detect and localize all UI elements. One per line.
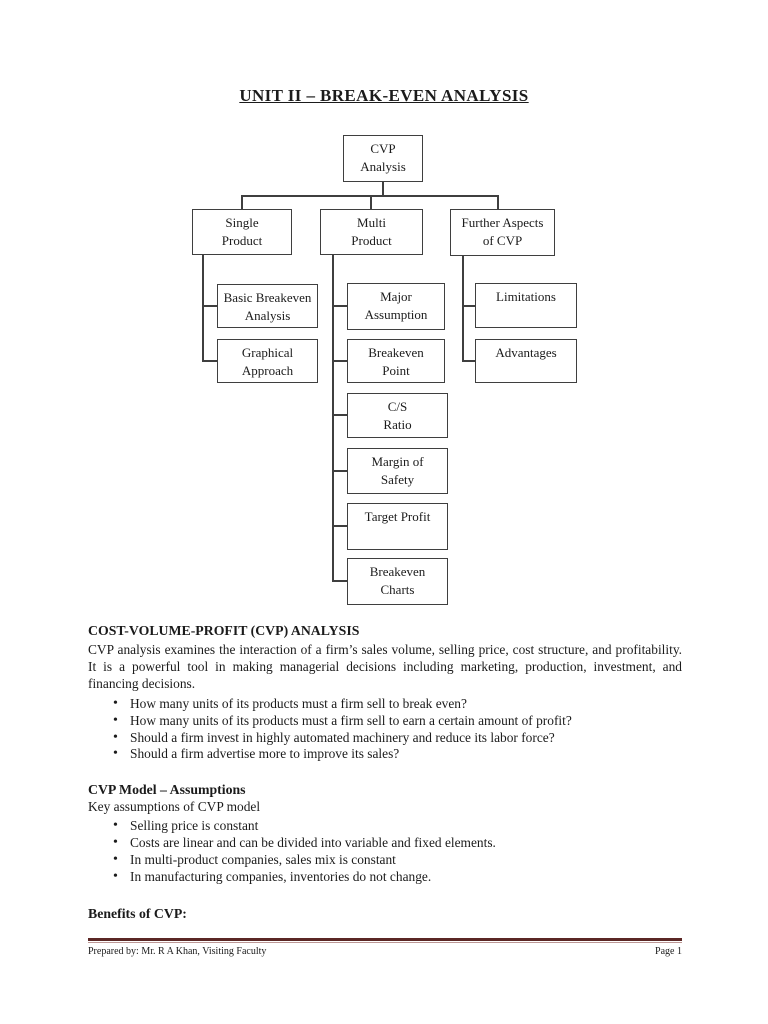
- footer-prepared-by: Prepared by: Mr. R A Khan, Visiting Facu…: [88, 946, 267, 957]
- bullet-icon: •: [113, 746, 118, 762]
- connector-line: [497, 195, 499, 209]
- footer-rule: [88, 938, 682, 941]
- connector-line: [332, 255, 334, 582]
- list-item: • In multi-product companies, sales mix …: [88, 852, 682, 869]
- assumptions-list: • Selling price is constant • Costs are …: [88, 818, 682, 885]
- flowchart-node-target-profit: Target Profit: [347, 503, 448, 550]
- bullet-icon: •: [113, 696, 118, 711]
- section-heading-benefits-of-cvp: Benefits of CVP:: [88, 906, 187, 922]
- connector-line: [332, 470, 347, 472]
- section-heading-cvp-model-assumptions: CVP Model – Assumptions: [88, 782, 246, 798]
- connector-line: [332, 414, 347, 416]
- flowchart-node-advantages: Advantages: [475, 339, 577, 383]
- connector-line: [332, 580, 347, 582]
- section-heading-cvp-analysis: COST-VOLUME-PROFIT (CVP) ANALYSIS: [88, 623, 360, 638]
- list-item: • Should a firm invest in highly automat…: [88, 730, 682, 747]
- page-title: UNIT II – BREAK-EVEN ANALYSIS: [239, 86, 529, 105]
- bullet-text: Selling price is constant: [130, 818, 259, 834]
- bullet-icon: •: [113, 834, 118, 850]
- connector-line: [462, 305, 475, 307]
- bullet-text: In multi-product companies, sales mix is…: [130, 851, 396, 867]
- connector-line: [332, 305, 347, 307]
- list-item: • Costs are linear and can be divided in…: [88, 835, 682, 852]
- flowchart-node-margin-of-safety: Margin of Safety: [347, 448, 448, 494]
- bullet-text: Should a firm invest in highly automated…: [130, 729, 555, 745]
- flowchart-node-basic-breakeven-analysis: Basic Breakeven Analysis: [217, 284, 318, 328]
- connector-line: [332, 360, 347, 362]
- flowchart-node-cs-ratio: C/S Ratio: [347, 393, 448, 438]
- cvp-question-list: • How many units of its products must a …: [88, 696, 682, 763]
- bullet-icon: •: [113, 851, 118, 867]
- bullet-text: Should a firm advertise more to improve …: [130, 746, 400, 762]
- bullet-text: In manufacturing companies, inventories …: [130, 868, 432, 884]
- bullet-text: How many units of its products must a fi…: [130, 712, 572, 728]
- list-item: • How many units of its products must a …: [88, 713, 682, 730]
- flowchart-node-breakeven-charts: Breakeven Charts: [347, 558, 448, 605]
- footer-rule-shadow: [88, 942, 682, 943]
- connector-line: [462, 360, 475, 362]
- cvp-analysis-paragraph: CVP analysis examines the interaction of…: [88, 642, 682, 691]
- bullet-icon: •: [113, 868, 118, 884]
- list-item: • Selling price is constant: [88, 818, 682, 835]
- bullet-text: Costs are linear and can be divided into…: [130, 834, 496, 850]
- flowchart-node-multi-product: Multi Product: [320, 209, 423, 255]
- page-footer: Prepared by: Mr. R A Khan, Visiting Facu…: [88, 946, 682, 958]
- bullet-icon: •: [113, 712, 118, 728]
- list-item: • In manufacturing companies, inventorie…: [88, 869, 682, 886]
- bullet-text: How many units of its products must a fi…: [130, 696, 467, 711]
- assumptions-intro: Key assumptions of CVP model: [88, 799, 261, 815]
- flowchart-node-further-aspects: Further Aspects of CVP: [450, 209, 555, 256]
- flowchart-node-major-assumption: Major Assumption: [347, 283, 445, 330]
- bullet-icon: •: [113, 818, 118, 834]
- connector-line: [462, 256, 464, 362]
- list-item: • Should a firm advertise more to improv…: [88, 746, 682, 763]
- flowchart-node-limitations: Limitations: [475, 283, 577, 328]
- flowchart-node-graphical-approach: Graphical Approach: [217, 339, 318, 383]
- footer-page-number: Page 1: [655, 946, 682, 957]
- body-text: COST-VOLUME-PROFIT (CVP) ANALYSIS CVP an…: [88, 622, 682, 922]
- flowchart-node-cvp-analysis: CVP Analysis: [343, 135, 423, 182]
- list-item: • How many units of its products must a …: [88, 696, 682, 713]
- connector-line: [202, 305, 217, 307]
- connector-line: [370, 195, 372, 209]
- connector-line: [202, 360, 217, 362]
- connector-line: [202, 255, 204, 362]
- flowchart-node-single-product: Single Product: [192, 209, 292, 255]
- bullet-icon: •: [113, 729, 118, 745]
- connector-line: [241, 195, 243, 209]
- connector-line: [332, 525, 347, 527]
- connector-line: [382, 182, 384, 196]
- flowchart-node-breakeven-point: Breakeven Point: [347, 339, 445, 383]
